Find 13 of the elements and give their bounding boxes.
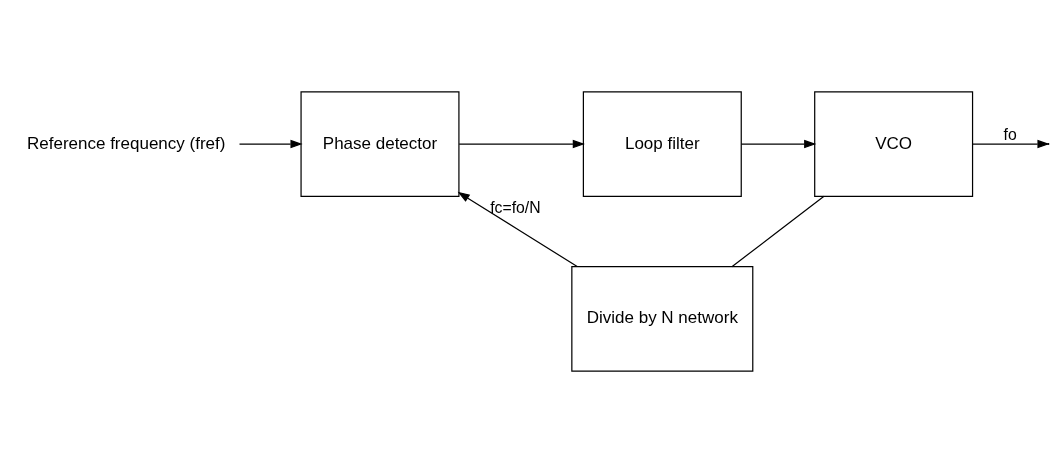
- arrow: [972, 139, 1050, 149]
- edge-label: fo: [1003, 125, 1017, 143]
- connector: [731, 195, 825, 268]
- arrow: [457, 191, 578, 268]
- arrow: [740, 139, 817, 149]
- node-box: Divide by N network: [571, 266, 754, 372]
- node-box: Phase detector: [300, 91, 460, 197]
- arrow: [458, 139, 585, 149]
- edge-label: fc=fo/N: [490, 198, 541, 216]
- node-box: Loop filter: [582, 91, 742, 197]
- node-text: Reference frequency (fref): [26, 133, 226, 153]
- arrow: [238, 139, 303, 149]
- node-box: VCO: [814, 91, 974, 197]
